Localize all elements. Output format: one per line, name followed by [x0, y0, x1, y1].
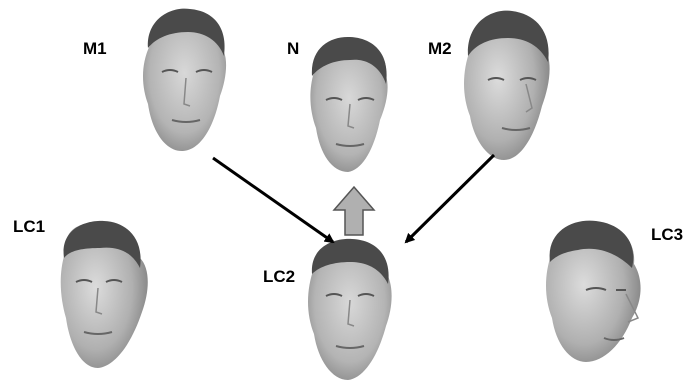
face-n — [310, 36, 388, 172]
label-m1: M1 — [83, 39, 107, 58]
face-lc2 — [308, 238, 392, 380]
arrow-m2-to-lc2 — [404, 153, 496, 244]
face-lc3 — [546, 220, 641, 362]
label-lc2: LC2 — [263, 267, 296, 286]
arrow-m1-to-lc2 — [212, 156, 335, 244]
face-lc1 — [60, 220, 148, 368]
block-arrow-lc2-to-n — [332, 185, 376, 236]
label-lc3: LC3 — [651, 225, 684, 244]
face-m1 — [143, 8, 227, 152]
label-m2: M2 — [428, 39, 452, 58]
label-lc1: LC1 — [13, 217, 46, 236]
label-n: N — [287, 39, 300, 58]
face-m2 — [464, 10, 550, 161]
